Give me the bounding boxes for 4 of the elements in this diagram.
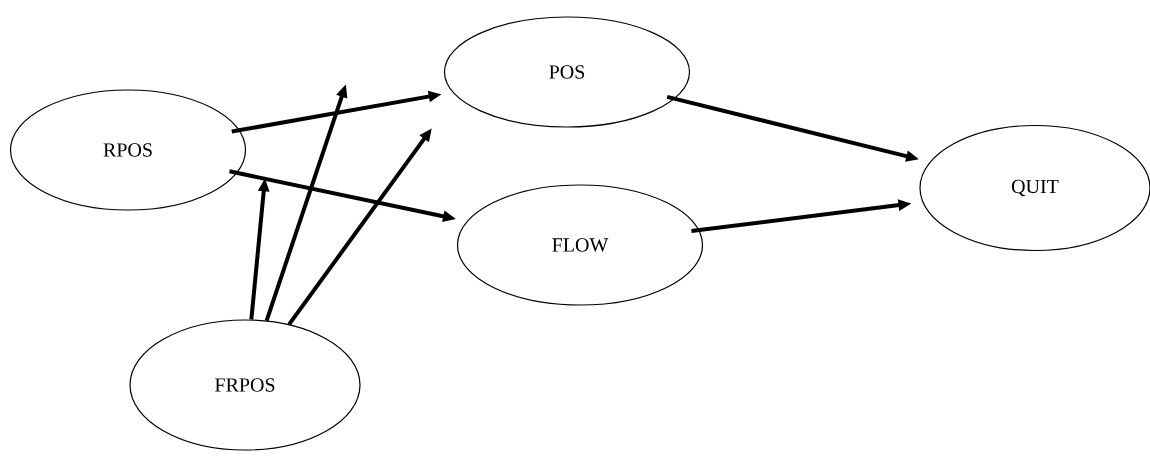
ellipse-node: FLOW — [456, 184, 704, 306]
ellipse-node: FRPOS — [129, 319, 361, 451]
ellipse-node: POS — [443, 16, 691, 128]
ellipse-node: RPOS — [9, 89, 247, 211]
